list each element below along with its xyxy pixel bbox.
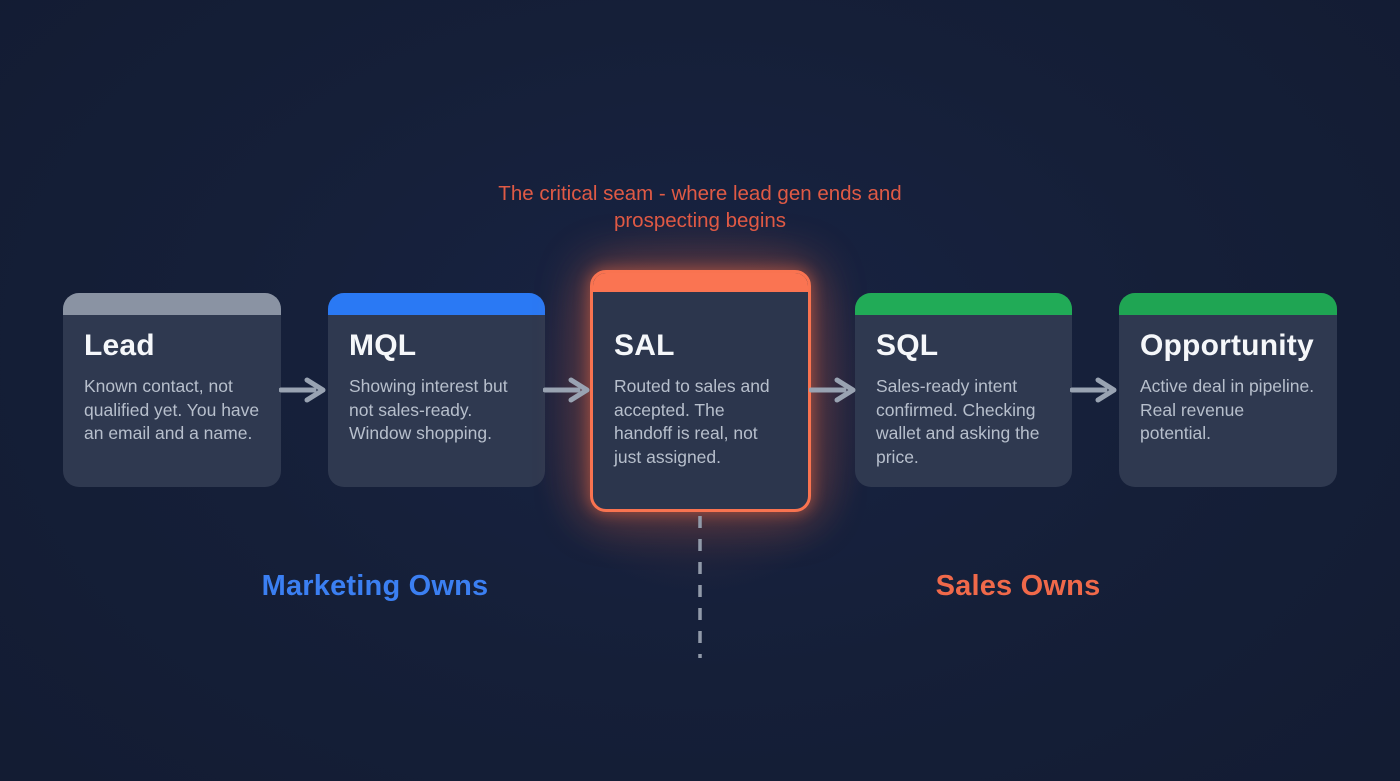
card-body: MQL Showing interest but not sales-ready… bbox=[328, 315, 545, 446]
stage-card-sal: SAL Routed to sales and accepted. The ha… bbox=[590, 270, 811, 512]
arrow-right-icon bbox=[279, 377, 326, 403]
stage-card-lead: Lead Known contact, not qualified yet. Y… bbox=[63, 293, 281, 487]
sales-owns-label: Sales Owns bbox=[935, 570, 1101, 602]
dashed-seam-line bbox=[698, 516, 702, 658]
card-body: SQL Sales-ready intent confirmed. Checki… bbox=[855, 315, 1072, 469]
card-body: Opportunity Active deal in pipeline. Rea… bbox=[1119, 315, 1337, 446]
stage-description: Known contact, not qualified yet. You ha… bbox=[84, 376, 260, 443]
accent-bar bbox=[63, 293, 281, 315]
accent-bar bbox=[1119, 293, 1337, 315]
marketing-owns-label: Marketing Owns bbox=[261, 570, 489, 602]
card-body: Lead Known contact, not qualified yet. Y… bbox=[63, 315, 281, 446]
stage-title: MQL bbox=[349, 329, 417, 362]
stage-title: SAL bbox=[614, 329, 675, 362]
stage-title: SQL bbox=[876, 329, 939, 362]
card-body: SAL Routed to sales and accepted. The ha… bbox=[593, 292, 808, 469]
stage-description: Sales-ready intent confirmed. Checking w… bbox=[876, 376, 1040, 467]
critical-seam-annotation: The critical seam - where lead gen ends … bbox=[498, 182, 902, 232]
stage-title: Opportunity bbox=[1140, 329, 1314, 362]
arrow-right-icon bbox=[543, 377, 590, 403]
arrow-right-icon bbox=[809, 377, 856, 403]
stage-card-sql: SQL Sales-ready intent confirmed. Checki… bbox=[855, 293, 1072, 487]
accent-bar bbox=[855, 293, 1072, 315]
stage-card-mql: MQL Showing interest but not sales-ready… bbox=[328, 293, 545, 487]
accent-bar bbox=[328, 293, 545, 315]
stage-title: Lead bbox=[84, 329, 155, 362]
accent-bar bbox=[593, 273, 808, 292]
stage-description: Routed to sales and accepted. The handof… bbox=[614, 376, 770, 467]
arrow-right-icon bbox=[1070, 377, 1117, 403]
stage-description: Active deal in pipeline. Real revenue po… bbox=[1140, 376, 1315, 443]
stage-card-opportunity: Opportunity Active deal in pipeline. Rea… bbox=[1119, 293, 1337, 487]
stage-description: Showing interest but not sales-ready. Wi… bbox=[349, 376, 508, 443]
